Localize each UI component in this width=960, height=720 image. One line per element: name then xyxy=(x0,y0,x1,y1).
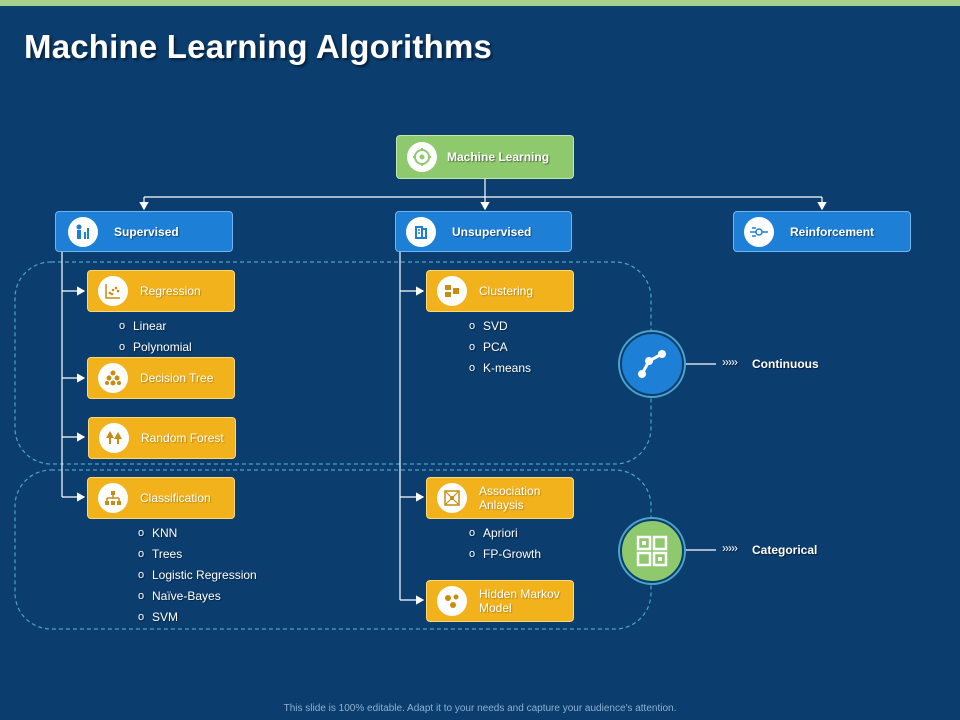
scatter-plot-icon xyxy=(98,276,128,306)
categorical-group-outline xyxy=(14,469,652,630)
clustering-label: Clustering xyxy=(479,284,534,298)
cluster-blocks-icon xyxy=(437,276,467,306)
top-accent-bar xyxy=(0,0,960,6)
page-title: Machine Learning Algorithms xyxy=(24,28,493,65)
continuous-label: Continuous xyxy=(752,357,819,371)
continuous-badge xyxy=(620,332,684,396)
random-forest-label: Random Forest xyxy=(141,431,224,445)
connected-nodes-icon xyxy=(638,350,666,378)
random-forest-node: Random Forest xyxy=(88,417,236,459)
node-graph-icon xyxy=(437,586,467,616)
reinforcement-node: Reinforcement xyxy=(733,211,911,252)
decision-tree-node: Decision Tree xyxy=(87,357,235,399)
hidden-markov-model-label: Hidden Markov Model xyxy=(479,587,560,615)
classification-label: Classification xyxy=(140,491,211,505)
clustering-node: Clustering xyxy=(426,270,574,312)
trees-icon xyxy=(99,423,129,453)
categorical-label: Categorical xyxy=(752,543,818,557)
hierarchy-dots-icon xyxy=(98,363,128,393)
supervised-label: Supervised xyxy=(114,224,179,239)
continuous-group-outline xyxy=(14,261,652,465)
unsupervised-label: Unsupervised xyxy=(452,224,532,239)
categorical-badge xyxy=(620,519,684,583)
network-grid-icon xyxy=(437,483,467,513)
person-chart-icon xyxy=(68,216,98,247)
reinforcement-label: Reinforcement xyxy=(790,224,875,239)
categorical-arrows: ››››› xyxy=(722,541,738,555)
association-analysis-node: Association Anlaysis xyxy=(426,477,574,519)
circuit-target-icon xyxy=(744,216,774,247)
continuous-arrows: ››››› xyxy=(722,355,738,369)
machine-learning-label: Machine Learning xyxy=(447,150,550,164)
qr-squares-icon xyxy=(636,535,668,567)
brain-document-icon xyxy=(406,216,436,247)
org-chart-icon xyxy=(98,483,128,513)
supervised-node: Supervised xyxy=(55,211,233,252)
decision-tree-label: Decision Tree xyxy=(140,371,214,385)
association-analysis-label: Association Anlaysis xyxy=(479,484,541,512)
regression-node: Regression xyxy=(87,270,235,312)
unsupervised-node: Unsupervised xyxy=(395,211,572,252)
regression-label: Regression xyxy=(140,284,201,298)
classification-node: Classification xyxy=(87,477,235,519)
footer-note: This slide is 100% editable. Adapt it to… xyxy=(283,703,677,714)
machine-learning-node: Machine Learning xyxy=(396,135,574,179)
brain-gear-icon xyxy=(407,142,437,172)
hidden-markov-model-node: Hidden Markov Model xyxy=(426,580,574,622)
